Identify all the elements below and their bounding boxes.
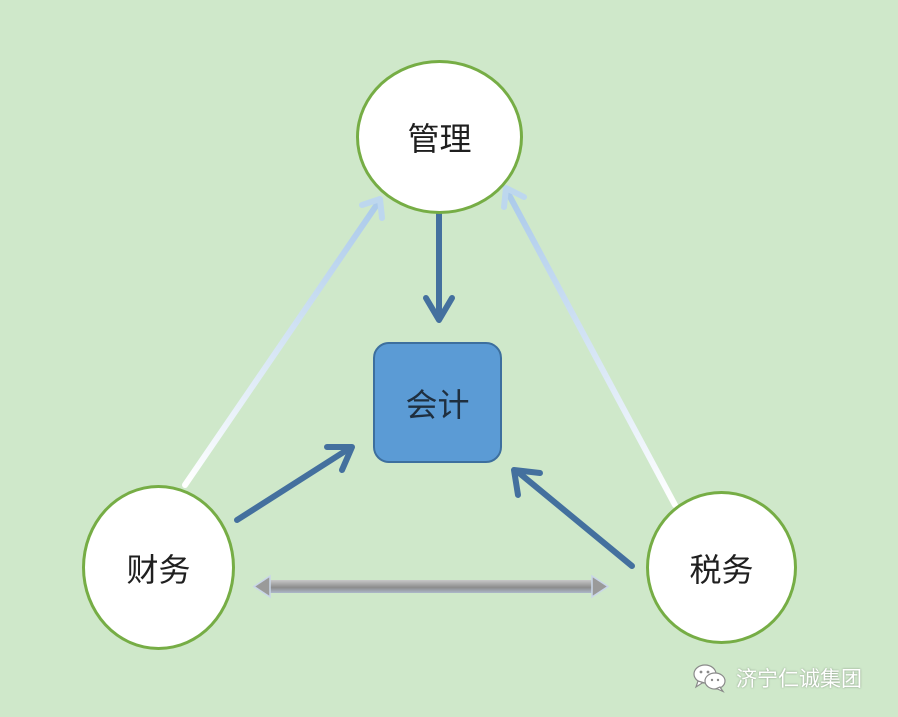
- node-management-label: 管理: [407, 120, 472, 158]
- watermark: 济宁仁诚集团: [692, 660, 862, 696]
- node-finance-label: 财务: [126, 550, 191, 589]
- node-accounting-label: 会计: [405, 385, 470, 424]
- arrow-tax-to-accounting: [511, 467, 635, 569]
- wechat-icon: [693, 664, 726, 693]
- arrow-finance-to-accounting: [234, 444, 355, 523]
- node-finance: 财务: [82, 485, 235, 650]
- node-accounting: 会计: [373, 342, 502, 463]
- node-tax-label: 税务: [689, 550, 754, 589]
- arrow-finance-to-management: [182, 196, 385, 488]
- node-tax: 税务: [646, 491, 797, 644]
- arrow-tax-to-management: [501, 185, 678, 508]
- arrow-management-to-accounting: [423, 210, 455, 323]
- watermark-text: 济宁仁诚集团: [736, 667, 862, 691]
- node-management: 管理: [356, 60, 523, 214]
- double-arrow-finance-tax: [252, 574, 610, 599]
